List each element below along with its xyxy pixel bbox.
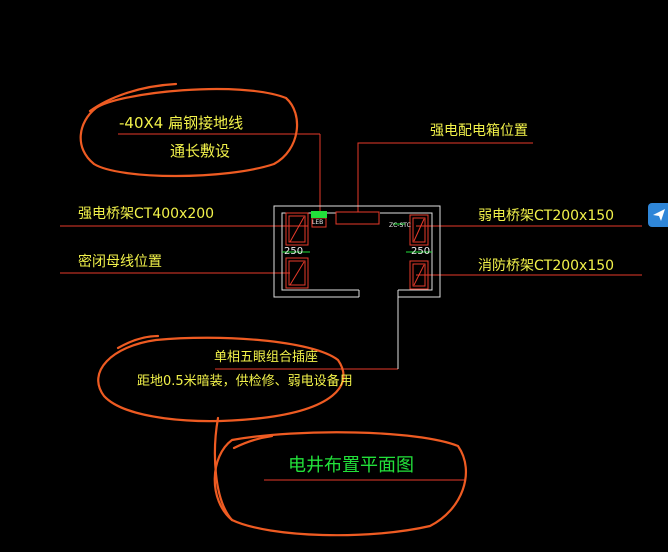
strong-tray-inner	[288, 215, 306, 243]
send-icon	[653, 209, 665, 221]
annotation-ellipse-socket	[97, 336, 345, 423]
leader-lines	[60, 133, 642, 481]
ground-bar	[311, 211, 327, 218]
side-send-button[interactable]	[648, 203, 668, 227]
annotation-link-title	[213, 416, 234, 522]
annotation-marks	[79, 82, 467, 537]
busway-inner	[288, 260, 306, 286]
strong-tray-diagonal	[289, 216, 305, 243]
weak-tray-label: 弱电桥架CT200x150	[478, 208, 615, 224]
busway-outer	[285, 257, 309, 289]
weak-tray-outer	[409, 214, 429, 246]
power-box-label: 强电配电箱位置	[430, 123, 528, 139]
weak-tray-inner	[412, 217, 426, 243]
dimension-marks	[282, 223, 432, 253]
fire-tray-inner	[412, 263, 426, 287]
annotation-tick-title	[232, 434, 274, 450]
page-title: 电井布置平面图	[288, 455, 414, 476]
socket-note: 距地0.5米暗装，供检修、弱电设备用	[137, 374, 353, 389]
fire-tray-diagonal	[413, 264, 425, 286]
leb-mark: LEB	[312, 219, 324, 226]
power-box-leader	[357, 142, 533, 212]
strong-tray-label: 强电桥架CT400x200	[78, 206, 215, 222]
busway-label: 密闭母线位置	[78, 254, 162, 270]
dimension-left: 250	[284, 246, 304, 257]
annotation-tick-socket	[116, 334, 160, 350]
zc-mark: ZC-STC	[389, 222, 411, 229]
annotation-tick-ground	[88, 82, 178, 113]
dimension-right: 250	[411, 246, 431, 257]
ground-line-note: 通长敷设	[170, 142, 231, 160]
busway-diagonal	[289, 261, 305, 286]
annotation-ellipse-ground	[79, 87, 299, 178]
annotation-ellipse-title	[213, 431, 467, 537]
weak-tray-diagonal	[413, 218, 425, 242]
power-box	[335, 211, 380, 225]
equipment	[285, 211, 429, 290]
strong-tray-outer	[285, 212, 309, 246]
fire-tray-label: 消防桥架CT200x150	[478, 258, 615, 274]
socket-label: 单相五眼组合插座	[214, 350, 319, 365]
fire-tray-outer	[409, 260, 429, 290]
outer-wall	[273, 205, 441, 298]
ground-line-label: -40X4 扁钢接地线	[119, 114, 244, 132]
